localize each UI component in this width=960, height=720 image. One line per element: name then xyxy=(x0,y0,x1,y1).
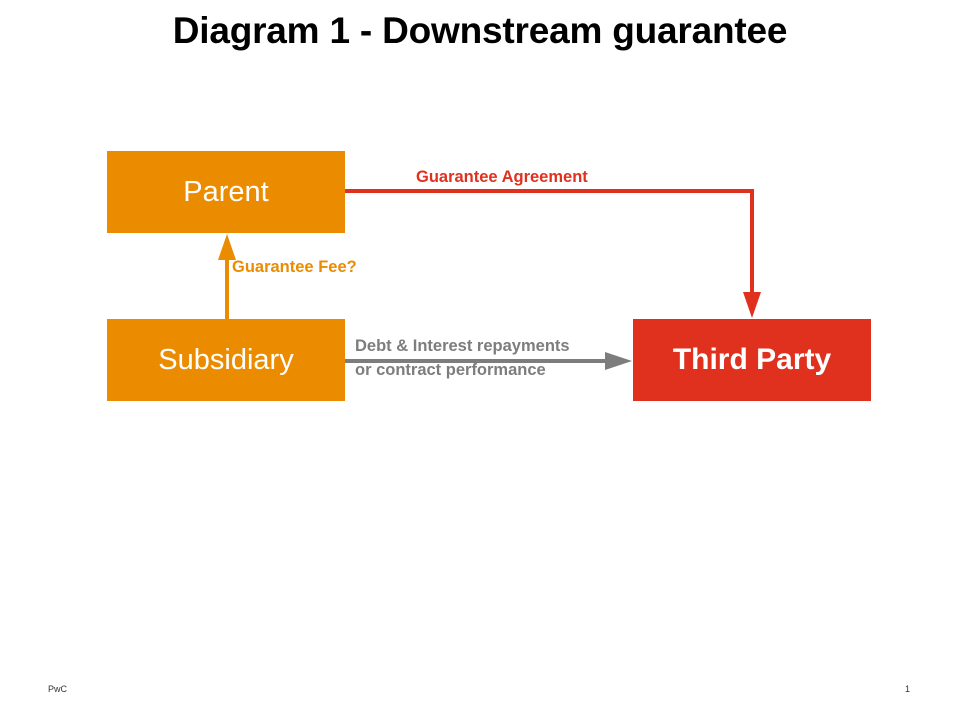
repayments-arrowhead xyxy=(605,352,632,370)
footer-brand: PwC xyxy=(48,684,68,694)
guarantee-fee-label: Guarantee Fee? xyxy=(232,258,357,276)
guarantee-agreement-arrowhead xyxy=(743,292,761,318)
guarantee-fee-arrowhead xyxy=(218,234,236,260)
subsidiary-label: Subsidiary xyxy=(158,343,294,376)
parent-label: Parent xyxy=(183,175,269,208)
page-title: Diagram 1 - Downstream guarantee xyxy=(172,10,788,51)
subsidiary-node: Subsidiary xyxy=(107,319,345,401)
parent-node: Parent xyxy=(107,151,345,233)
third-party-node: Third Party xyxy=(633,319,871,401)
third-party-label: Third Party xyxy=(672,343,832,376)
page-number: 1 xyxy=(905,684,911,694)
repayments-label-line1: Debt & Interest repayments xyxy=(355,337,570,355)
guarantee-agreement-label: Guarantee Agreement xyxy=(416,168,588,186)
repayments-label-line2: or contract performance xyxy=(355,361,546,379)
guarantee-agreement-line xyxy=(345,189,754,300)
